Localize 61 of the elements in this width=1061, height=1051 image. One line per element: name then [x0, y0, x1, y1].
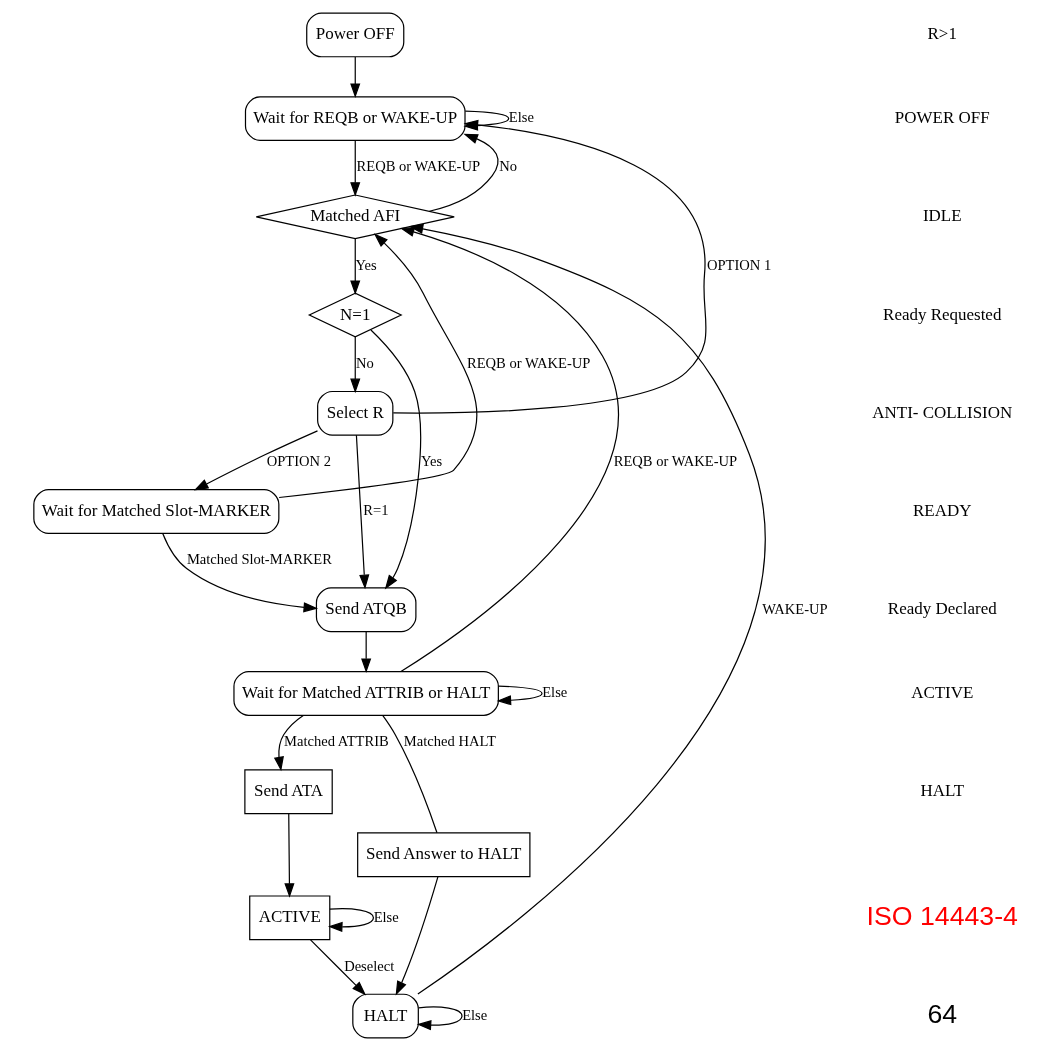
- arrow: [162, 533, 319, 613]
- arrow: [309, 939, 367, 996]
- edge-label: R=1: [363, 502, 389, 519]
- edge-label: Yes: [421, 453, 443, 470]
- arrow: [370, 329, 422, 590]
- arrow: [327, 908, 375, 933]
- node-box: Wait for Matched Slot-MARKER: [33, 489, 280, 534]
- arrow: [416, 1006, 463, 1031]
- arrow: [273, 714, 304, 772]
- edge-label: Else: [542, 684, 568, 701]
- arrow: [278, 233, 478, 499]
- arrow: [361, 631, 372, 673]
- edge-label: Else: [373, 908, 399, 925]
- edge-label: Matched ATTRIB: [284, 733, 389, 750]
- edge-label: Deselect: [344, 957, 395, 974]
- edge-label: WAKE-UP: [762, 600, 828, 617]
- arrow: [350, 140, 361, 197]
- label: Ready Requested: [883, 304, 1002, 324]
- arrow: [350, 336, 361, 394]
- edge-label: Else: [508, 109, 534, 126]
- label: ISO 14443-4: [866, 900, 1018, 931]
- connector: [382, 715, 438, 834]
- label: 64: [927, 998, 958, 1029]
- label: Ready Declared: [887, 599, 997, 619]
- edge-label: OPTION 2: [266, 453, 331, 470]
- node-box: Send ATA: [244, 769, 333, 815]
- edge-label: OPTION 1: [706, 256, 772, 273]
- edge-label: No: [356, 354, 374, 371]
- arrow: [395, 876, 439, 996]
- node-box: HALT: [352, 993, 419, 1039]
- arrow: [408, 223, 765, 995]
- node-box: Power OFF: [306, 12, 405, 58]
- label: READY: [913, 501, 972, 521]
- node-box: ACTIVE: [249, 895, 331, 941]
- node-box: Send ATQB: [315, 587, 417, 633]
- arrow: [350, 238, 361, 295]
- edge-label: REQB or WAKE-UP: [613, 453, 738, 470]
- arrow: [399, 227, 619, 673]
- node-diamond: N=1: [307, 292, 403, 338]
- edge-label: REQB or WAKE-UP: [466, 354, 591, 371]
- arrow: [193, 430, 319, 491]
- node-box: Wait for REQB or WAKE-UP: [244, 96, 466, 142]
- arrow: [284, 813, 295, 898]
- edge-label: REQB or WAKE-UP: [356, 158, 481, 175]
- label: ACTIVE: [911, 682, 974, 702]
- arrow: [428, 133, 499, 212]
- arrow: [496, 685, 543, 706]
- node-box: Wait for Matched ATTRIB or HALT: [233, 671, 499, 716]
- label: HALT: [920, 781, 965, 801]
- node-box: Select R: [317, 390, 394, 436]
- label: R>1: [927, 24, 957, 44]
- label: POWER OFF: [894, 108, 990, 128]
- edge-label: No: [499, 158, 517, 175]
- arrow: [350, 56, 361, 99]
- node-box: Send Answer to HALT: [357, 832, 531, 878]
- edge-label: Matched HALT: [403, 733, 496, 750]
- arrow: [355, 434, 370, 590]
- label: ANTI- COLLISION: [872, 402, 1013, 422]
- edge-label: Matched Slot-MARKER: [186, 551, 332, 568]
- label: IDLE: [922, 206, 962, 226]
- edge-label: Else: [462, 1006, 488, 1023]
